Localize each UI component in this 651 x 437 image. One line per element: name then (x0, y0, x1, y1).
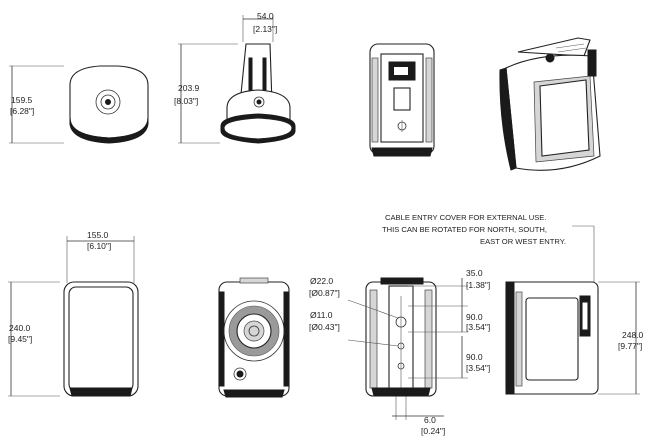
bottom-offset-mm: 6.0 (424, 415, 436, 425)
side-bracket-view: 54.0 [2.13"] 203.9 [8.03"] (174, 11, 296, 144)
hole-large-inch: [Ø0.87"] (309, 288, 340, 298)
rear-mount-view: Ø22.0 [Ø0.87"] Ø11.0 [Ø0.43"] 35.0 [1.38… (309, 268, 490, 436)
cabinet-width-inch: [6.10"] (87, 241, 111, 251)
spacing-upper-mm: 90.0 (466, 312, 483, 322)
bracket-width-mm: 54.0 (257, 11, 274, 21)
hole-small-mm: Ø11.0 (310, 310, 333, 320)
side-cable-view: CABLE ENTRY COVER FOR EXTERNAL USE. THIS… (382, 213, 644, 395)
spacing-lower-inch: [3.54"] (466, 363, 490, 373)
front-height-inch: [6.28"] (10, 106, 34, 116)
front-height-mm: 159.5 (11, 95, 33, 105)
bracket-width-inch: [2.13"] (253, 24, 277, 34)
front-grille-view: 155.0 [6.10"] 240.0 [9.45"] (8, 230, 139, 397)
top-view: 159.5 [6.28"] (9, 65, 149, 144)
hole-small-inch: [Ø0.43"] (309, 322, 340, 332)
cabinet-height-mm: 240.0 (9, 323, 31, 333)
note-line-3: EAST OR WEST ENTRY. (480, 237, 566, 246)
bottom-offset-inch: [0.24"] (421, 426, 445, 436)
spacing-lower-mm: 90.0 (466, 352, 483, 362)
side-height-inch: [8.03"] (174, 96, 198, 106)
cabinet-width-mm: 155.0 (87, 230, 109, 240)
cabinet-height-inch: [9.45"] (8, 334, 32, 344)
hole-large-mm: Ø22.0 (310, 276, 333, 286)
note-line-1: CABLE ENTRY COVER FOR EXTERNAL USE. (385, 213, 546, 222)
top-offset-inch: [1.38"] (466, 280, 490, 290)
note-line-2: THIS CAN BE ROTATED FOR NORTH, SOUTH, (382, 225, 547, 234)
spacing-upper-inch: [3.54"] (466, 322, 490, 332)
side-height-mm: 203.9 (178, 83, 200, 93)
rear-view (369, 43, 435, 157)
front-driver-view (218, 277, 290, 398)
overall-height-inch: [9.77"] (618, 341, 642, 351)
overall-height-mm: 248.0 (622, 330, 644, 340)
top-offset-mm: 35.0 (466, 268, 483, 278)
isometric-view (499, 37, 601, 171)
